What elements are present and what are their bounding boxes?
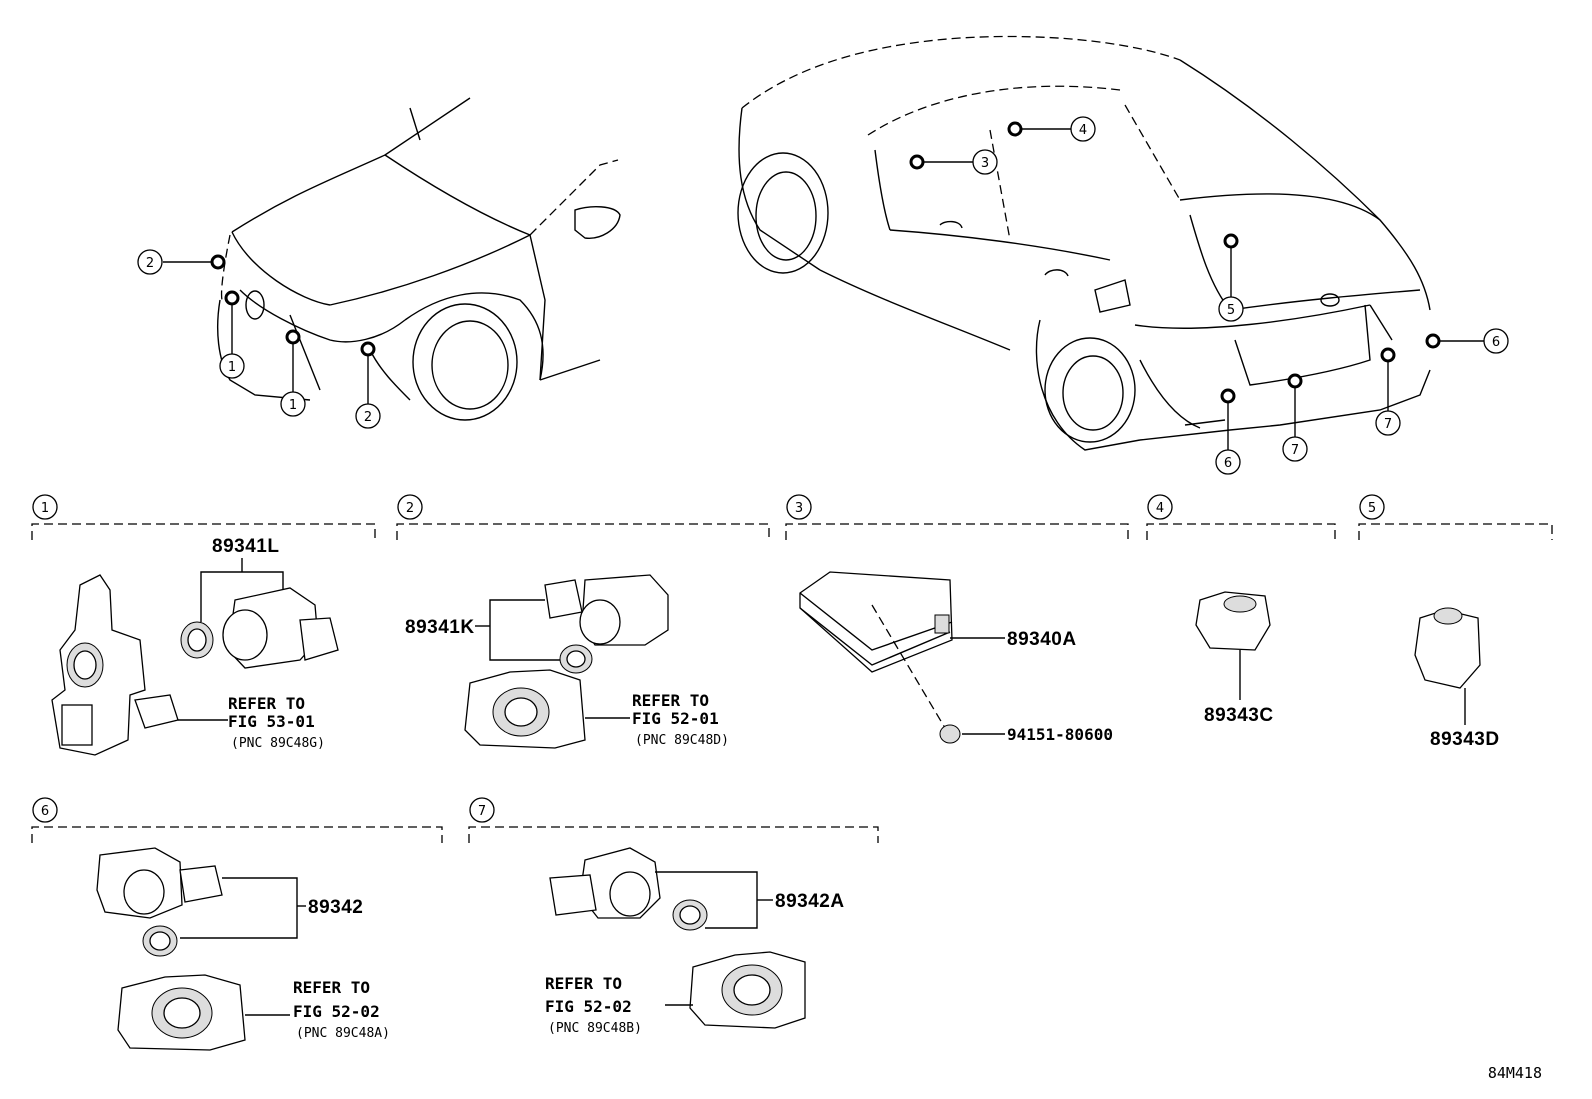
callout-6-rear-left: 6 [1224, 456, 1232, 471]
callout-7-rear-right: 7 [1384, 417, 1392, 432]
illustration-code: 84M418 [1488, 1064, 1542, 1082]
part-number-94151-80600: 94151-80600 [1007, 725, 1113, 744]
callout-5-rear: 5 [1227, 303, 1235, 318]
rear-car-illustration [737, 35, 1431, 451]
front-car-illustration [216, 97, 621, 421]
part-number-89340A: 89340A [1007, 629, 1077, 650]
part-number-89341K: 89341K [405, 617, 475, 638]
part-number-89342: 89342 [308, 897, 363, 918]
callout-1-front-left: 1 [228, 360, 236, 375]
section-5-number: 5 [1368, 501, 1376, 516]
refer-to-s1-pnc: (PNC 89C48G) [231, 736, 325, 751]
section-7-parts: 89342A REFER TO FIG 52-02 (PNC 89C48B) [545, 847, 845, 1036]
section-4-parts: 89343C [1195, 591, 1274, 726]
callout-6-rear-right: 6 [1492, 335, 1500, 350]
part-number-89341L: 89341L [212, 536, 279, 557]
refer-to-s1-line2: FIG 53-01 [228, 712, 315, 731]
rear-sensor-markers [909, 121, 1484, 450]
section-headers: 1 2 3 4 5 6 7 [31, 494, 1553, 843]
refer-to-s1-line1: REFER TO [228, 694, 305, 713]
section-1-parts: 89341L REFER TO FIG 53-01 (PNC 89C48G) [51, 536, 339, 756]
refer-to-s7-line2: FIG 52-02 [545, 997, 632, 1016]
section-3-parts: 89340A 94151-80600 [799, 571, 1113, 744]
refer-to-s6-pnc: (PNC 89C48A) [296, 1026, 390, 1041]
refer-to-s7-line1: REFER TO [545, 974, 622, 993]
car-callouts: 2 1 1 2 3 4 5 6 6 7 7 [137, 116, 1509, 475]
refer-to-s2-line1: REFER TO [632, 691, 709, 710]
refer-to-s2-pnc: (PNC 89C48D) [635, 733, 729, 748]
section-1-number: 1 [41, 501, 49, 516]
callout-7-rear-center: 7 [1291, 443, 1299, 458]
callout-3-rear: 3 [981, 156, 989, 171]
refer-to-s7-pnc: (PNC 89C48B) [548, 1021, 642, 1036]
callout-1-front-center: 1 [289, 398, 297, 413]
callout-2-front-right: 2 [364, 410, 372, 425]
section-6-parts: 89342 REFER TO FIG 52-02 (PNC 89C48A) [96, 847, 390, 1051]
section-2-number: 2 [406, 501, 414, 516]
refer-to-s6-line1: REFER TO [293, 978, 370, 997]
section-2-parts: 89341K REFER TO FIG 52-01 (PNC 89C48D) [405, 574, 729, 749]
callout-2-front-left: 2 [146, 256, 154, 271]
section-6-number: 6 [41, 804, 49, 819]
section-3-number: 3 [795, 501, 803, 516]
part-number-89343C: 89343C [1204, 705, 1274, 726]
callout-4-rear: 4 [1079, 123, 1087, 138]
section-5-parts: 89343D [1414, 607, 1500, 750]
refer-to-s6-line2: FIG 52-02 [293, 1002, 380, 1021]
section-4-number: 4 [1156, 501, 1164, 516]
front-sensor-markers [163, 254, 376, 404]
part-number-89343D: 89343D [1430, 729, 1500, 750]
section-7-number: 7 [478, 804, 486, 819]
part-number-89342A: 89342A [775, 891, 845, 912]
refer-to-s2-line2: FIG 52-01 [632, 709, 719, 728]
